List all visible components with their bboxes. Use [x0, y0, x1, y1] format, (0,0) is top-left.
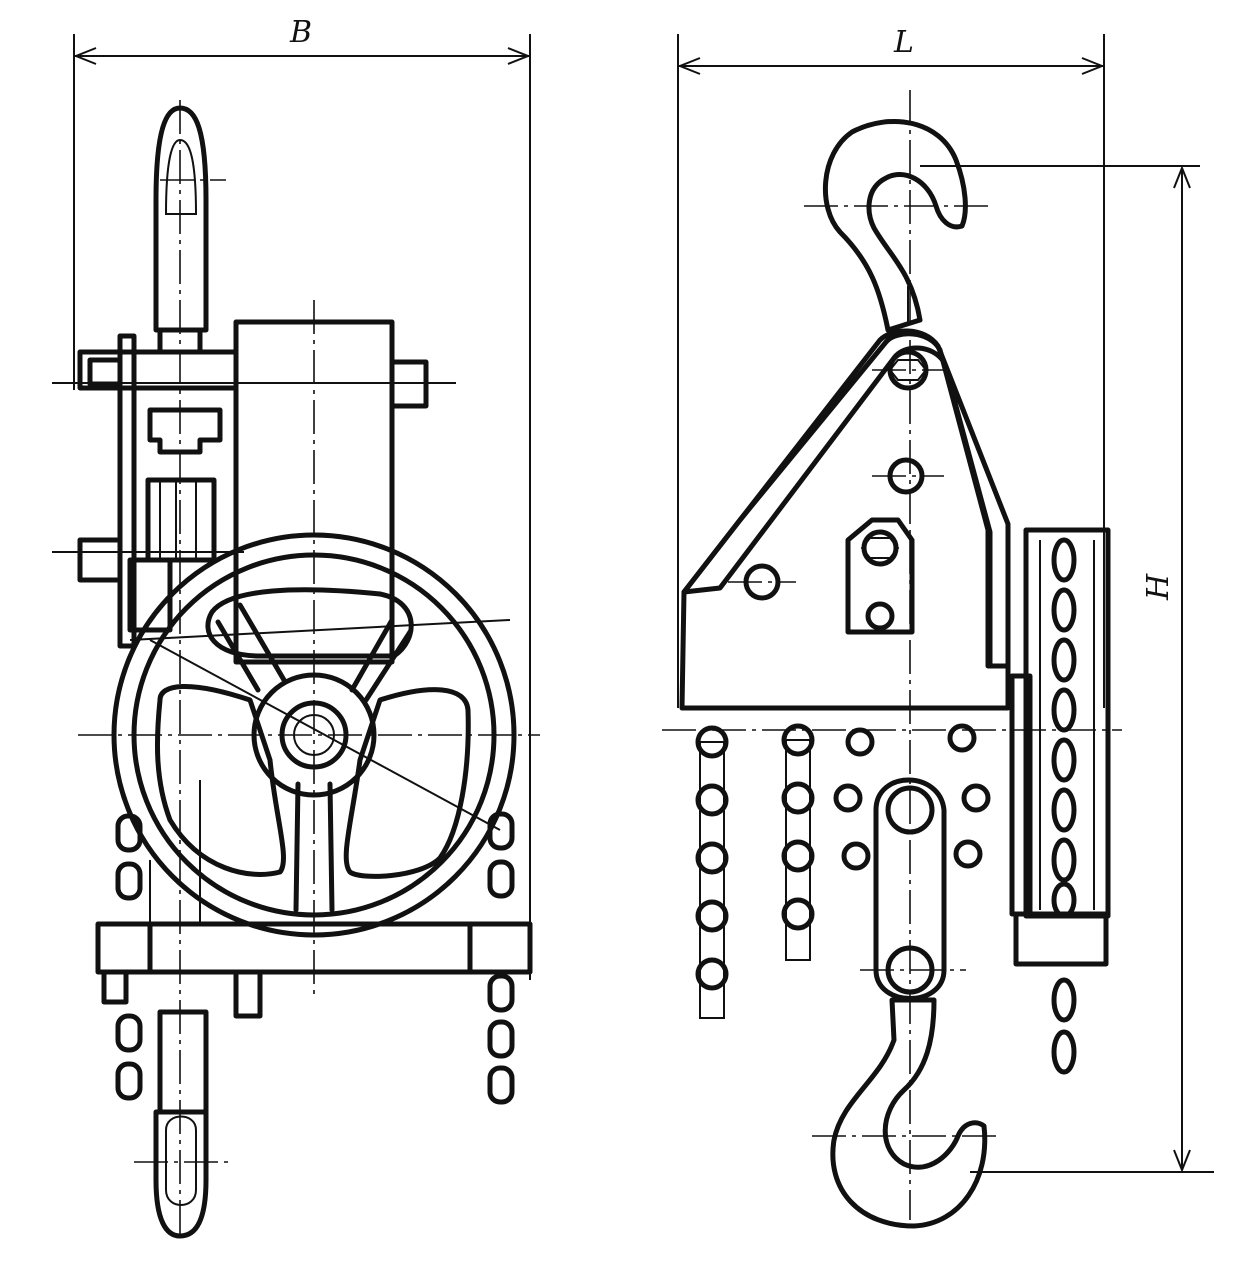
- bottom-hook-side: [134, 1009, 232, 1239]
- hand-chain-vertical: [1051, 537, 1077, 919]
- hand-wheel: [111, 532, 517, 938]
- load-chain-4: [947, 723, 991, 869]
- load-chain-3: [833, 727, 875, 871]
- top-hook-side: [153, 105, 226, 355]
- dimension-h-label: H: [1141, 573, 1176, 601]
- side-view: L H: [662, 25, 1214, 1229]
- gear-housing: [52, 319, 456, 665]
- right-hand-chain: [487, 811, 515, 1105]
- top-hook: [804, 118, 992, 333]
- front-view: B: [52, 15, 540, 1240]
- dimension-l-label: L: [893, 25, 914, 60]
- bottom-hook: [812, 997, 1000, 1229]
- dimension-b-label: B: [289, 15, 312, 50]
- lower-block: [860, 777, 966, 1001]
- dimension-h: H: [920, 165, 1214, 1173]
- left-hand-chain: [115, 813, 143, 1101]
- hand-chain-hanging: [1051, 977, 1077, 1075]
- dimension-l: L: [677, 25, 1105, 708]
- load-chain-1: [695, 725, 729, 1019]
- lower-frame: [95, 780, 533, 1019]
- load-chain-2: [781, 723, 815, 961]
- dimension-b: B: [73, 15, 531, 980]
- side-plate: [679, 328, 1011, 711]
